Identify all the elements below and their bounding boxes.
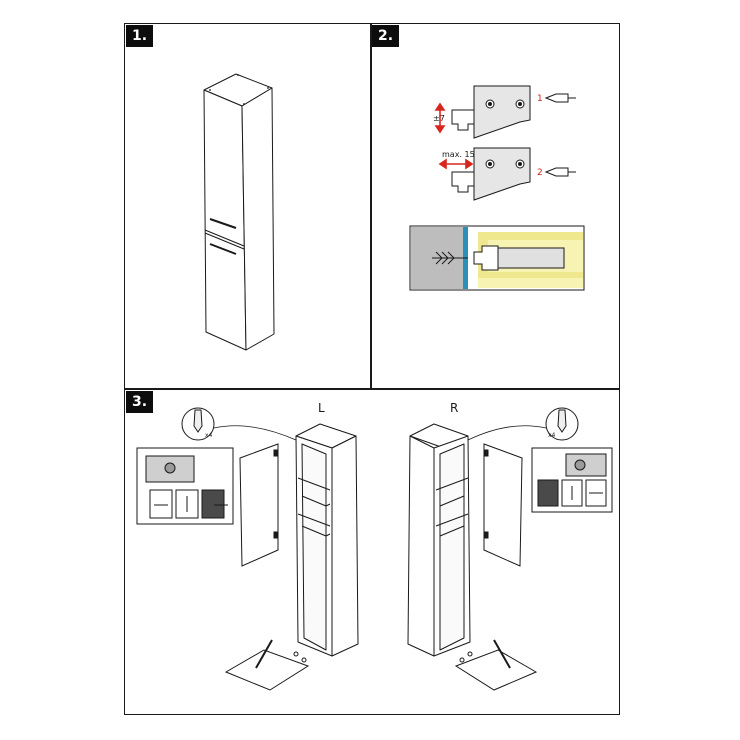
instruction-sheet-frame <box>124 23 620 715</box>
panel-divider-vertical <box>370 23 372 389</box>
screwdriver-icon <box>467 407 579 441</box>
screw-step-1-number: 1 <box>537 94 543 104</box>
door-left <box>239 443 279 567</box>
step-2-badge: 2. <box>372 25 400 47</box>
variant-right-label: R <box>450 401 458 415</box>
cabinet-carcass-left <box>295 423 359 657</box>
wall-mount-detail <box>409 225 585 291</box>
screw-anchor-icon <box>432 251 468 265</box>
door-right <box>483 443 523 567</box>
hinge-adjust-panel-right <box>531 447 613 513</box>
base-panel-right <box>454 639 538 691</box>
base-panel-left <box>224 639 310 691</box>
variant-left-label: L <box>318 401 325 415</box>
step-1-badge: 1. <box>126 25 154 47</box>
bracket-lower <box>451 147 531 201</box>
cabinet-carcass-right <box>407 423 471 657</box>
step-3-badge: 3. <box>126 391 154 413</box>
screw-step-2-number: 2 <box>537 168 543 178</box>
bracket-upper <box>451 85 531 139</box>
vertical-adjust-label: ±7 <box>433 114 445 123</box>
hinge-count-right: x4 <box>548 432 556 439</box>
horizontal-adjust-label: max. 15 <box>442 150 475 159</box>
screwdriver-icon <box>544 93 576 103</box>
hinge-count-left: x4 <box>205 432 213 439</box>
screwdriver-icon <box>181 407 297 441</box>
panel-divider-horizontal <box>124 388 620 390</box>
screwdriver-icon <box>544 167 576 177</box>
hinge-adjust-panel-left <box>136 447 234 525</box>
